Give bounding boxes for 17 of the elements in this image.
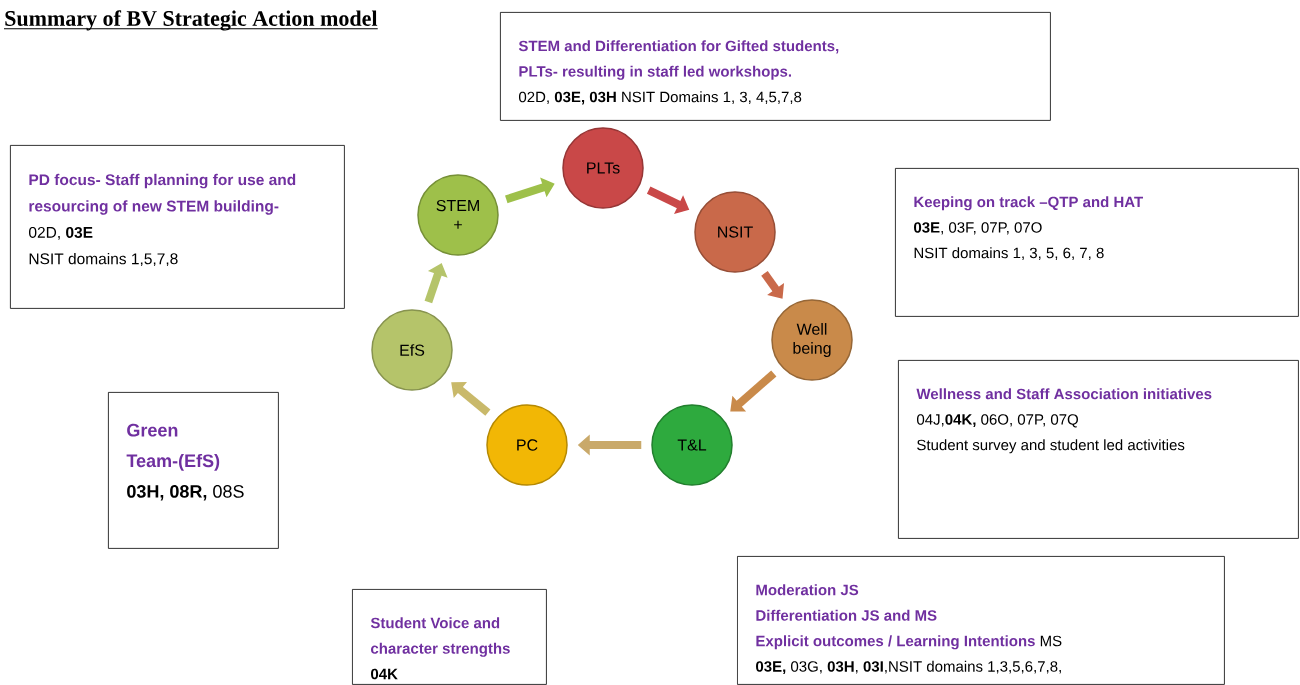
arrow: [761, 271, 785, 299]
circle-node: Well being: [771, 299, 853, 381]
circle-node: PC: [486, 404, 568, 486]
text-box: Green Team-(EfS) 03H, 08R, 08S: [108, 392, 279, 549]
circle-node: PLTs: [562, 127, 644, 209]
circle-node: T&L: [651, 404, 733, 486]
text-box: STEM and Differentiation for Gifted students, PLTs- resulting in staff led workshops. 02D, 03E, 03H NSIT Domains 1, 3, 4,5,7,8: [500, 12, 1051, 121]
text-box: PD focus- Staff planning for use and resourcing of new STEM building- 02D, 03E NSIT domains 1,5,7,8: [10, 145, 345, 309]
circle-node: EfS: [371, 309, 453, 391]
text-box: Student Voice and character strengths 04K: [352, 589, 547, 685]
arrow: [730, 370, 777, 412]
text-box: Moderation JS Differentiation JS and MS Explicit outcomes / Learning Intentions MS 03E, 03G, 03H, 03I,NSIT domains 1,3,5,6,7,8,: [737, 556, 1225, 685]
circle-node: NSIT: [694, 191, 776, 273]
text-box: Wellness and Staff Association initiatives 04J,04K, 06O, 07P, 07Q Student survey and student led activities: [898, 360, 1299, 539]
text-box: Keeping on track –QTP and HAT 03E, 03F, 07P, 07O NSIT domains 1, 3, 5, 6, 7, 8: [895, 168, 1299, 317]
title: Summary of BV Strategic Action model: [3, 10, 379, 31]
circle-node: STEM +: [417, 174, 499, 256]
